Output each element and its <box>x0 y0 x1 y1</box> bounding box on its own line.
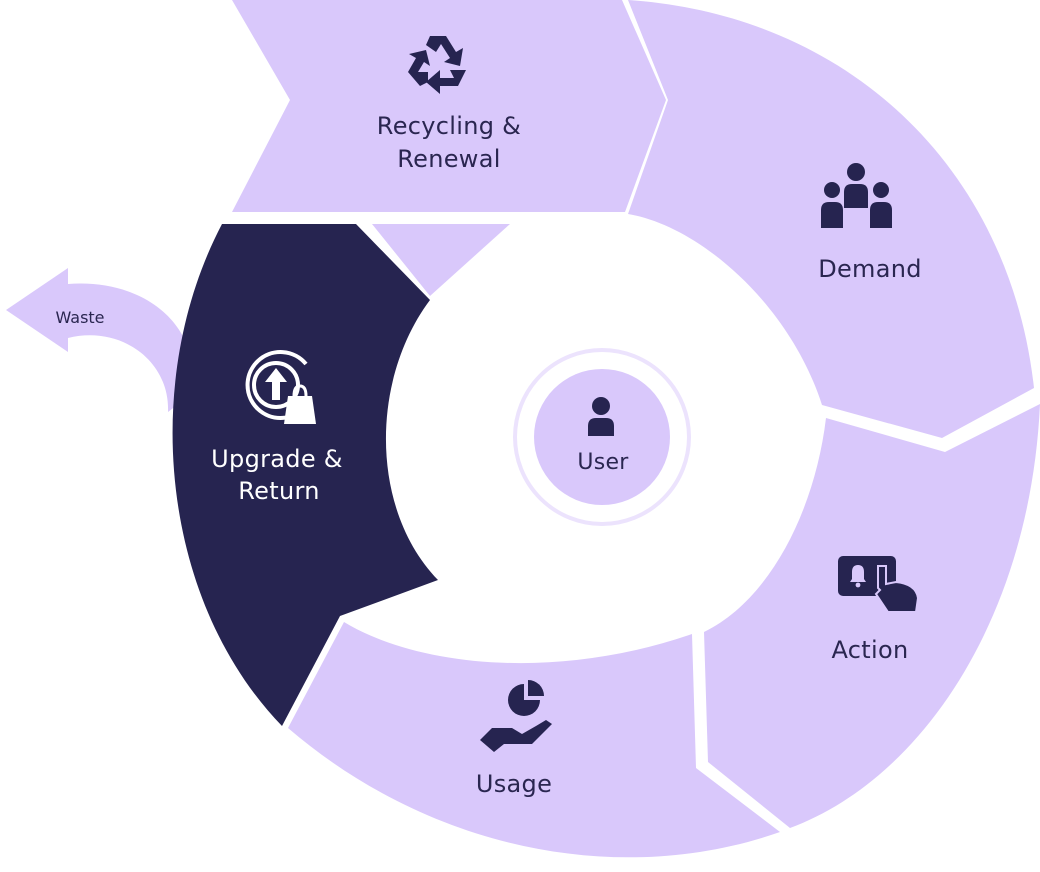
stage-upgrade-label-1: Upgrade & <box>211 445 343 473</box>
hand-chart-icon <box>480 680 552 752</box>
recycling-tail-segment <box>372 224 510 296</box>
stage-demand-label: Demand <box>818 255 922 283</box>
user-icon <box>588 397 614 436</box>
people-group-icon <box>821 163 892 228</box>
waste-arrow <box>6 268 193 412</box>
stage-recycling-label-2: Renewal <box>397 145 500 173</box>
stage-usage-label: Usage <box>476 770 552 798</box>
center-ring <box>513 348 691 526</box>
upgrade-bag-icon <box>245 350 316 424</box>
stage-action-segment <box>704 404 1040 828</box>
tap-screen-icon <box>838 556 920 613</box>
stage-upgrade-label-2: Return <box>238 477 319 505</box>
stage-recycling-label-1: Recycling & <box>377 112 521 140</box>
center-circle <box>534 369 670 505</box>
center-label: User <box>577 450 629 475</box>
stage-upgrade-segment <box>172 224 438 726</box>
stage-action-label: Action <box>832 636 909 664</box>
recycle-icon <box>408 36 466 94</box>
stage-recycling-segment <box>232 0 666 212</box>
waste-label: Waste <box>55 308 104 327</box>
